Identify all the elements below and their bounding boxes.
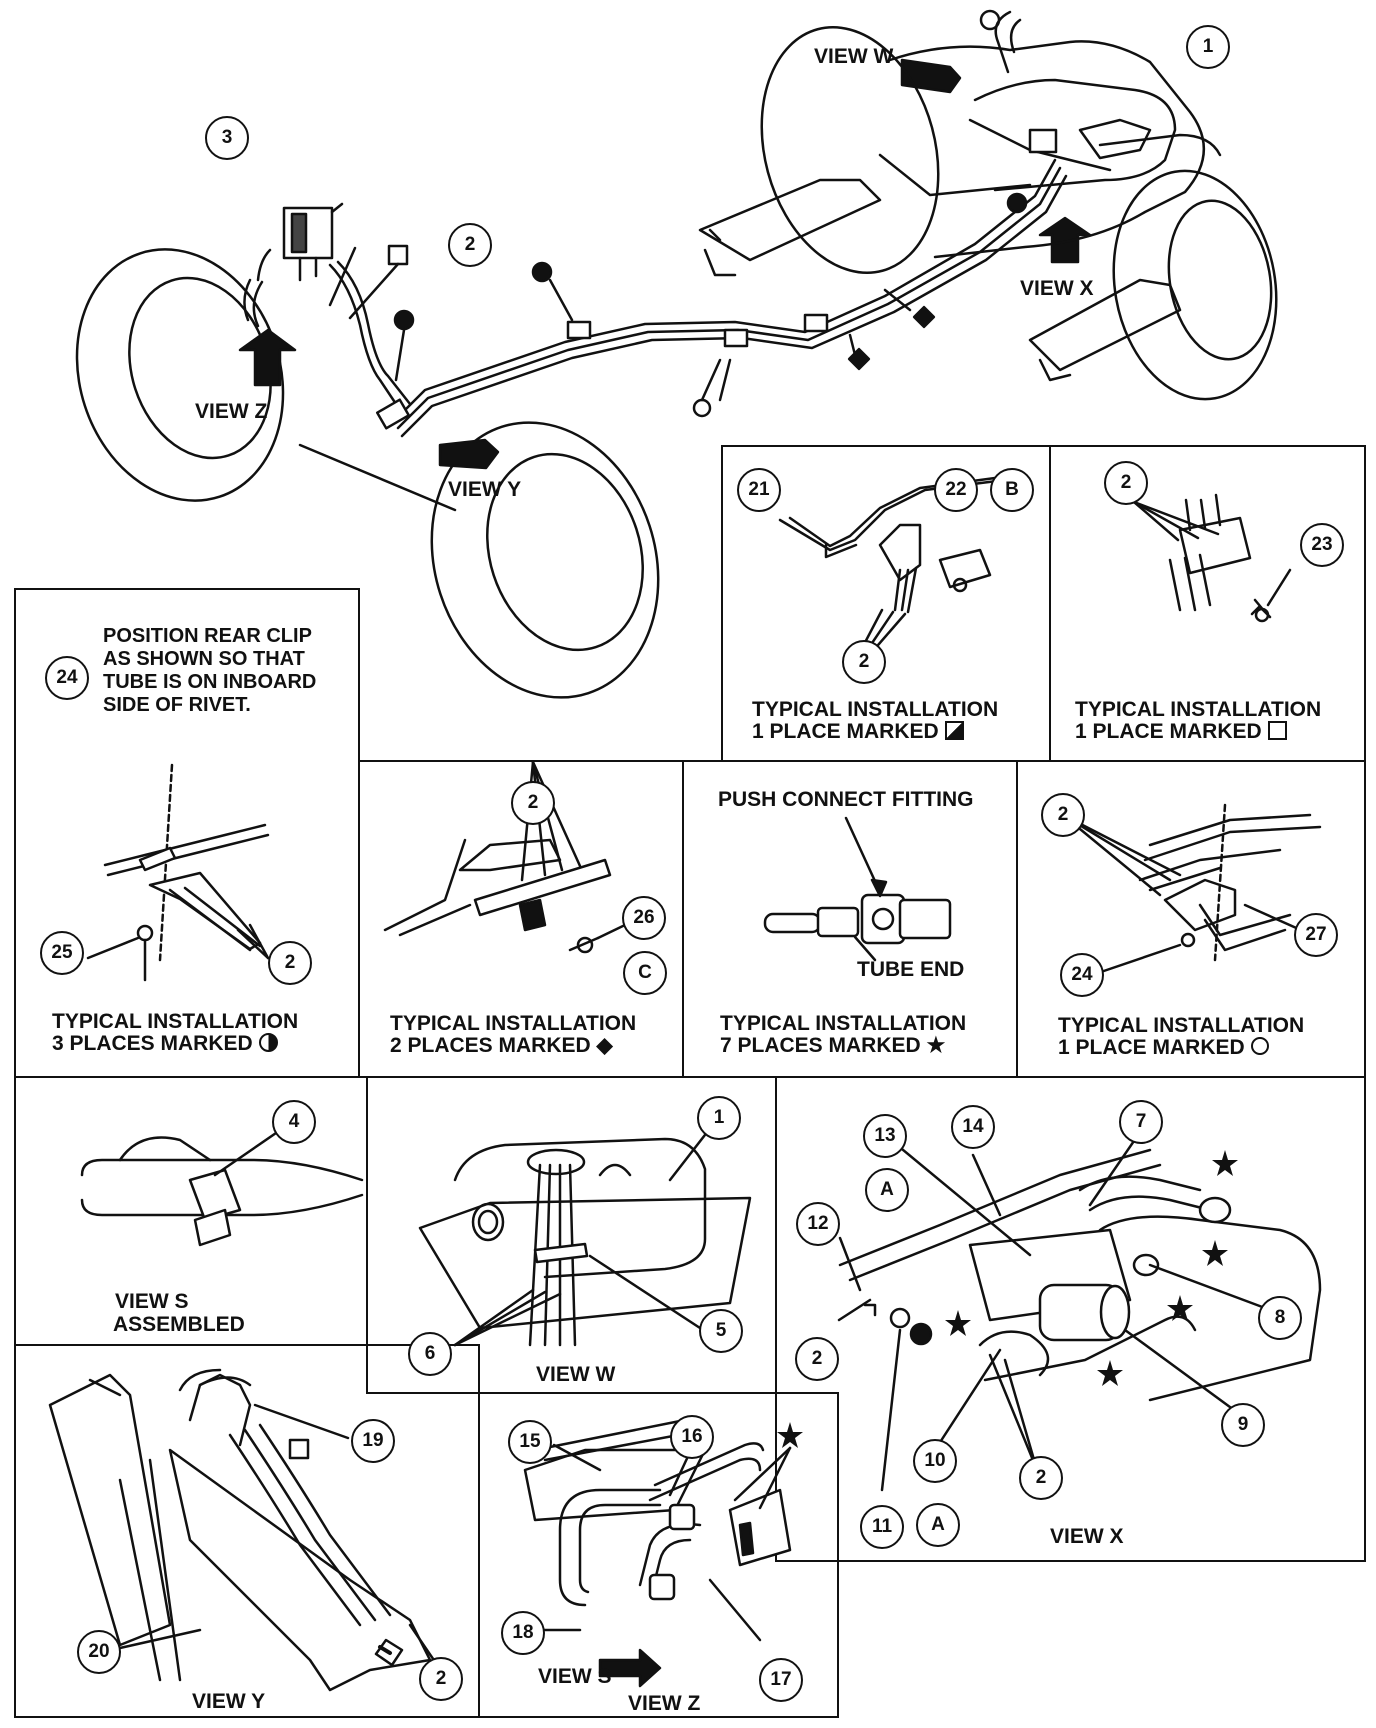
caption-p24-line2: 3 PLACES MARKED: [52, 1032, 278, 1055]
callout-c: C: [623, 951, 667, 995]
callout-2-p22: 2: [842, 640, 886, 684]
marker-diamond-icon: ◆: [596, 1034, 613, 1057]
view-y-label: VIEW Y: [192, 1690, 266, 1713]
fuel-filter-module: [243, 202, 344, 328]
callout-2-p23: 2: [1104, 461, 1148, 505]
callout-27: 27: [1294, 913, 1338, 957]
view-s-label-line2: ASSEMBLED: [113, 1313, 245, 1336]
caption-p22-line2-text: 1 PLACE MARKED: [752, 720, 939, 743]
callout-14: 14: [951, 1105, 995, 1149]
marker-star-icon: ★: [926, 1034, 946, 1057]
callout-18: 18: [501, 1611, 545, 1655]
callout-2-view-y: 2: [419, 1657, 463, 1701]
view-s-label-line1: VIEW S: [115, 1290, 189, 1313]
callout-10: 10: [913, 1439, 957, 1483]
caption-p23-line2: 1 PLACE MARKED: [1075, 720, 1287, 743]
callout-2-p24: 2: [268, 941, 312, 985]
caption-p26-line1: TYPICAL INSTALLATION: [390, 1012, 637, 1035]
label-view-z: VIEW Z: [195, 400, 268, 423]
callout-2-overview: 2: [448, 223, 492, 267]
callout-20: 20: [77, 1630, 121, 1674]
callout-1-overview: 1: [1186, 25, 1230, 69]
callout-24-p27: 24: [1060, 953, 1104, 997]
view-arrows: [238, 58, 1092, 470]
caption-p26-line2: 2 PLACES MARKED ◆: [390, 1034, 613, 1057]
caption-p22-line1: TYPICAL INSTALLATION: [752, 698, 999, 721]
caption-push-line1: TYPICAL INSTALLATION: [720, 1012, 967, 1035]
callout-5: 5: [699, 1309, 743, 1353]
callout-11: 11: [860, 1505, 904, 1549]
push-connect-tube-end: TUBE END: [857, 958, 965, 981]
callout-13: 13: [863, 1114, 907, 1158]
callout-23: 23: [1300, 523, 1344, 567]
marker-half-square-icon: [944, 721, 964, 740]
callout-24: 24: [45, 656, 89, 700]
caption-p23-line1: TYPICAL INSTALLATION: [1075, 698, 1322, 721]
view-x-label: VIEW X: [1050, 1525, 1124, 1548]
caption-p24-line1: TYPICAL INSTALLATION: [52, 1010, 299, 1033]
callout-6: 6: [408, 1332, 452, 1376]
callout-a-top: A: [865, 1168, 909, 1212]
callout-7: 7: [1119, 1100, 1163, 1144]
note-rear-clip: POSITION REAR CLIP AS SHOWN SO THAT TUBE…: [103, 625, 317, 716]
callout-b: B: [990, 468, 1034, 512]
callout-22: 22: [934, 468, 978, 512]
caption-push-line2: 7 PLACES MARKED ★: [720, 1034, 945, 1057]
callout-15: 15: [508, 1420, 552, 1464]
caption-p27-line2: 1 PLACE MARKED: [1058, 1036, 1269, 1059]
push-connect-title: PUSH CONNECT FITTING: [718, 788, 974, 811]
fuel-tube-bundle: [328, 158, 1068, 438]
label-view-w: VIEW W: [814, 45, 894, 68]
callout-12: 12: [796, 1202, 840, 1246]
callout-17: 17: [759, 1658, 803, 1702]
callout-9: 9: [1221, 1403, 1265, 1447]
callout-26: 26: [622, 896, 666, 940]
caption-p23-line2-text: 1 PLACE MARKED: [1075, 720, 1262, 743]
overview-markers: [328, 244, 936, 418]
caption-p24-line2-text: 3 PLACES MARKED: [52, 1032, 253, 1055]
callout-16: 16: [670, 1415, 714, 1459]
callout-1-view-w: 1: [697, 1096, 741, 1140]
marker-circle-icon: [1250, 1037, 1269, 1055]
callout-a-bottom: A: [916, 1503, 960, 1547]
view-w-label: VIEW W: [536, 1363, 616, 1386]
callout-2-view-x-left: 2: [795, 1337, 839, 1381]
panel-view-z: [478, 1392, 839, 1718]
view-z-label-z: VIEW Z: [628, 1692, 701, 1715]
label-view-x: VIEW X: [1020, 277, 1094, 300]
callout-3-overview: 3: [205, 116, 249, 160]
caption-p22-line2: 1 PLACE MARKED: [752, 720, 964, 743]
view-z-label-s: VIEW S: [538, 1665, 612, 1688]
callout-25: 25: [40, 931, 84, 975]
front-left-wheel: [75, 248, 285, 502]
callout-2-view-x-bottom: 2: [1019, 1456, 1063, 1500]
callout-4: 4: [272, 1100, 316, 1144]
callout-21: 21: [737, 468, 781, 512]
caption-p27-line1: TYPICAL INSTALLATION: [1058, 1014, 1305, 1037]
marker-half-circle-icon: [258, 1033, 278, 1052]
label-view-y: VIEW Y: [448, 478, 522, 501]
caption-p27-line2-text: 1 PLACE MARKED: [1058, 1036, 1245, 1059]
panel-view-x: [775, 1076, 1366, 1562]
marker-square-icon: [1267, 721, 1287, 740]
caption-p26-line2-text: 2 PLACES MARKED: [390, 1034, 591, 1057]
callout-2-p26: 2: [511, 781, 555, 825]
callout-8: 8: [1258, 1296, 1302, 1340]
caption-push-line2-text: 7 PLACES MARKED: [720, 1034, 921, 1057]
callout-19: 19: [351, 1419, 395, 1463]
callout-2-p27: 2: [1041, 793, 1085, 837]
